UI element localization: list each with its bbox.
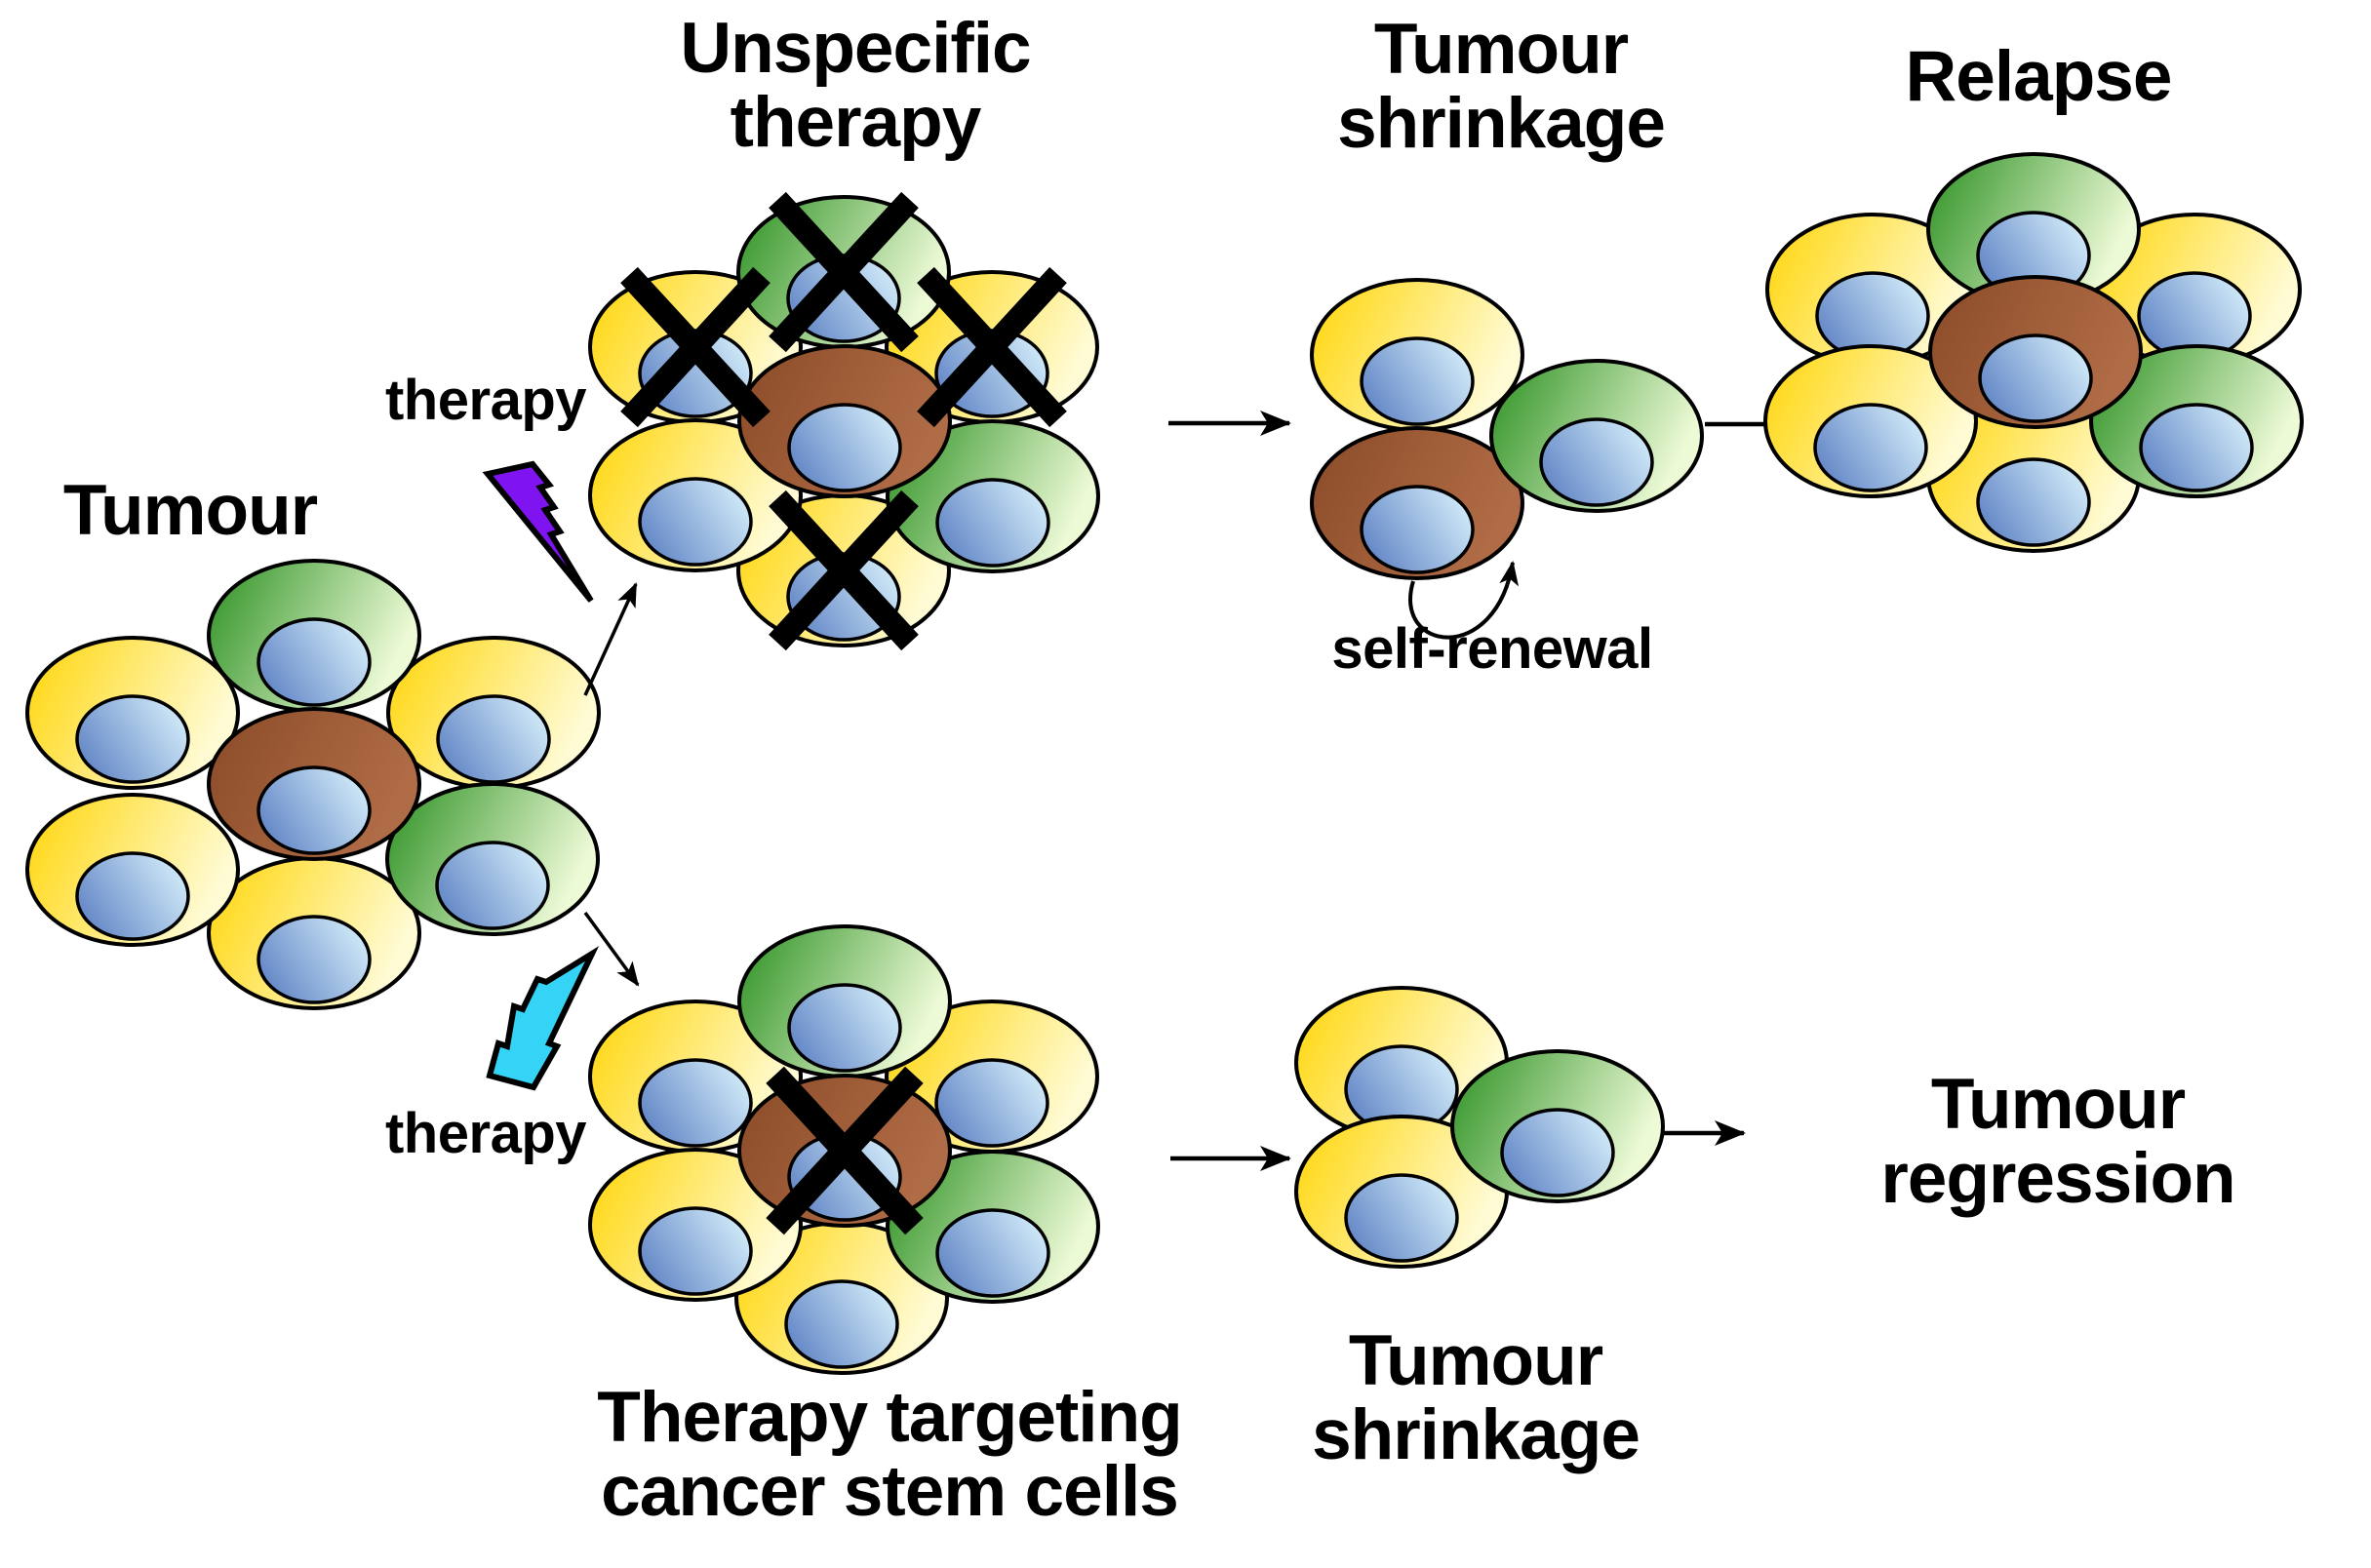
cell-green (1450, 1049, 1665, 1203)
cell-green (1489, 359, 1704, 513)
label-tumour-regression-line2: regression (1880, 1139, 2235, 1218)
cell-stem-brown (1310, 426, 1524, 580)
label-therapy-top: therapy (384, 369, 587, 432)
cell-green (385, 782, 600, 936)
label-unspecific-therapy: Unspecific therapy (680, 9, 1031, 162)
self-renewal-loop-arrow (1408, 561, 1520, 640)
cluster-unspecific-therapy (588, 197, 1100, 646)
label-therapy-bottom: therapy (384, 1102, 587, 1165)
cell-stem-brown (737, 344, 952, 498)
cell-green (207, 559, 421, 713)
cluster-shrinkage-bottom (1294, 986, 1665, 1269)
lightning-bolt-targeted-icon (486, 946, 600, 1091)
label-therapy-targeting-line1: Therapy targeting (597, 1378, 1183, 1457)
cell-stem-brown (207, 707, 421, 861)
label-therapy-targeting: Therapy targeting cancer stem cells (597, 1378, 1183, 1531)
label-tumour: Tumour (62, 471, 318, 550)
arrow-tumour-to-unspecific (583, 582, 638, 696)
label-tumour-shrinkage-bottom: Tumour shrinkage (1312, 1324, 1640, 1472)
cluster-shrinkage-top (1310, 278, 1704, 580)
cell-yellow (25, 636, 240, 790)
label-self-renewal: self-renewal (1331, 617, 1653, 681)
cluster-targeted-therapy (588, 924, 1100, 1375)
label-tumour-shrinkage-bottom-line1: Tumour (1348, 1321, 1603, 1400)
arrow-tumour-to-targeted (583, 911, 640, 987)
label-tumour-shrinkage-bottom-line2: shrinkage (1312, 1395, 1640, 1474)
cluster-tumour (25, 559, 601, 1010)
cluster-relapse (1763, 152, 2304, 553)
cell-yellow (1310, 278, 1524, 432)
label-unspecific-therapy-line2: therapy (730, 83, 982, 162)
cell-yellow (386, 636, 601, 790)
cell-green (737, 924, 952, 1078)
cell-yellow (25, 793, 240, 947)
label-tumour-regression-line1: Tumour (1930, 1065, 2186, 1144)
label-relapse: Relapse (1905, 37, 2173, 116)
label-tumour-shrinkage-top-line2: shrinkage (1337, 84, 1666, 163)
label-therapy-targeting-line2: cancer stem cells (601, 1452, 1179, 1531)
lightning-bolt-unspecific-icon (482, 460, 594, 603)
cell-stem-brown (1928, 275, 2143, 429)
label-unspecific-therapy-line1: Unspecific (680, 9, 1031, 88)
label-tumour-shrinkage-top: Tumour shrinkage (1337, 10, 1666, 163)
label-tumour-shrinkage-top-line1: Tumour (1373, 10, 1629, 89)
label-tumour-regression: Tumour regression (1880, 1065, 2235, 1218)
cell-yellow (207, 856, 421, 1010)
